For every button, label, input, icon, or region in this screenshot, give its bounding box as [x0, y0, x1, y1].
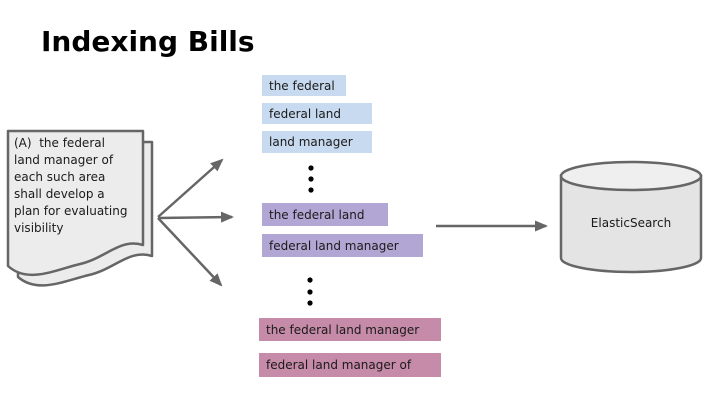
- ngram-box-bigram-1: the federal: [262, 75, 346, 96]
- source-document-text: (A) the federal land manager of each suc…: [14, 135, 142, 237]
- ngram-box-trigram-2: federal land manager: [262, 234, 423, 257]
- fan-arrow-bottom: [157, 217, 223, 287]
- document-line: each such area: [14, 170, 106, 184]
- database-cylinder: [559, 160, 703, 274]
- document-shape-front: [6, 129, 145, 277]
- ngram-box-trigram-1: the federal land: [262, 203, 388, 226]
- ngram-box-bigram-2: federal land: [262, 103, 372, 124]
- slide-title: Indexing Bills: [41, 25, 255, 58]
- ngram-box-bigram-3: land manager: [262, 131, 372, 153]
- ngram-box-fourgram-2: federal land manager of: [259, 353, 441, 377]
- fan-arrow-middle: [157, 211, 234, 223]
- document-line: shall develop a: [14, 187, 105, 201]
- ellipsis-dots-2: [307, 277, 313, 306]
- document-line: visibility: [14, 221, 64, 235]
- fan-arrow-top: [157, 158, 224, 218]
- document-line: land manager of: [14, 153, 114, 167]
- document-line: (A) the federal: [14, 136, 105, 150]
- ngram-box-fourgram-1: the federal land manager: [259, 318, 441, 341]
- database-label: ElasticSearch: [590, 216, 672, 230]
- ellipsis-dots-1: [308, 165, 314, 193]
- document-line: plan for evaluating: [14, 204, 128, 218]
